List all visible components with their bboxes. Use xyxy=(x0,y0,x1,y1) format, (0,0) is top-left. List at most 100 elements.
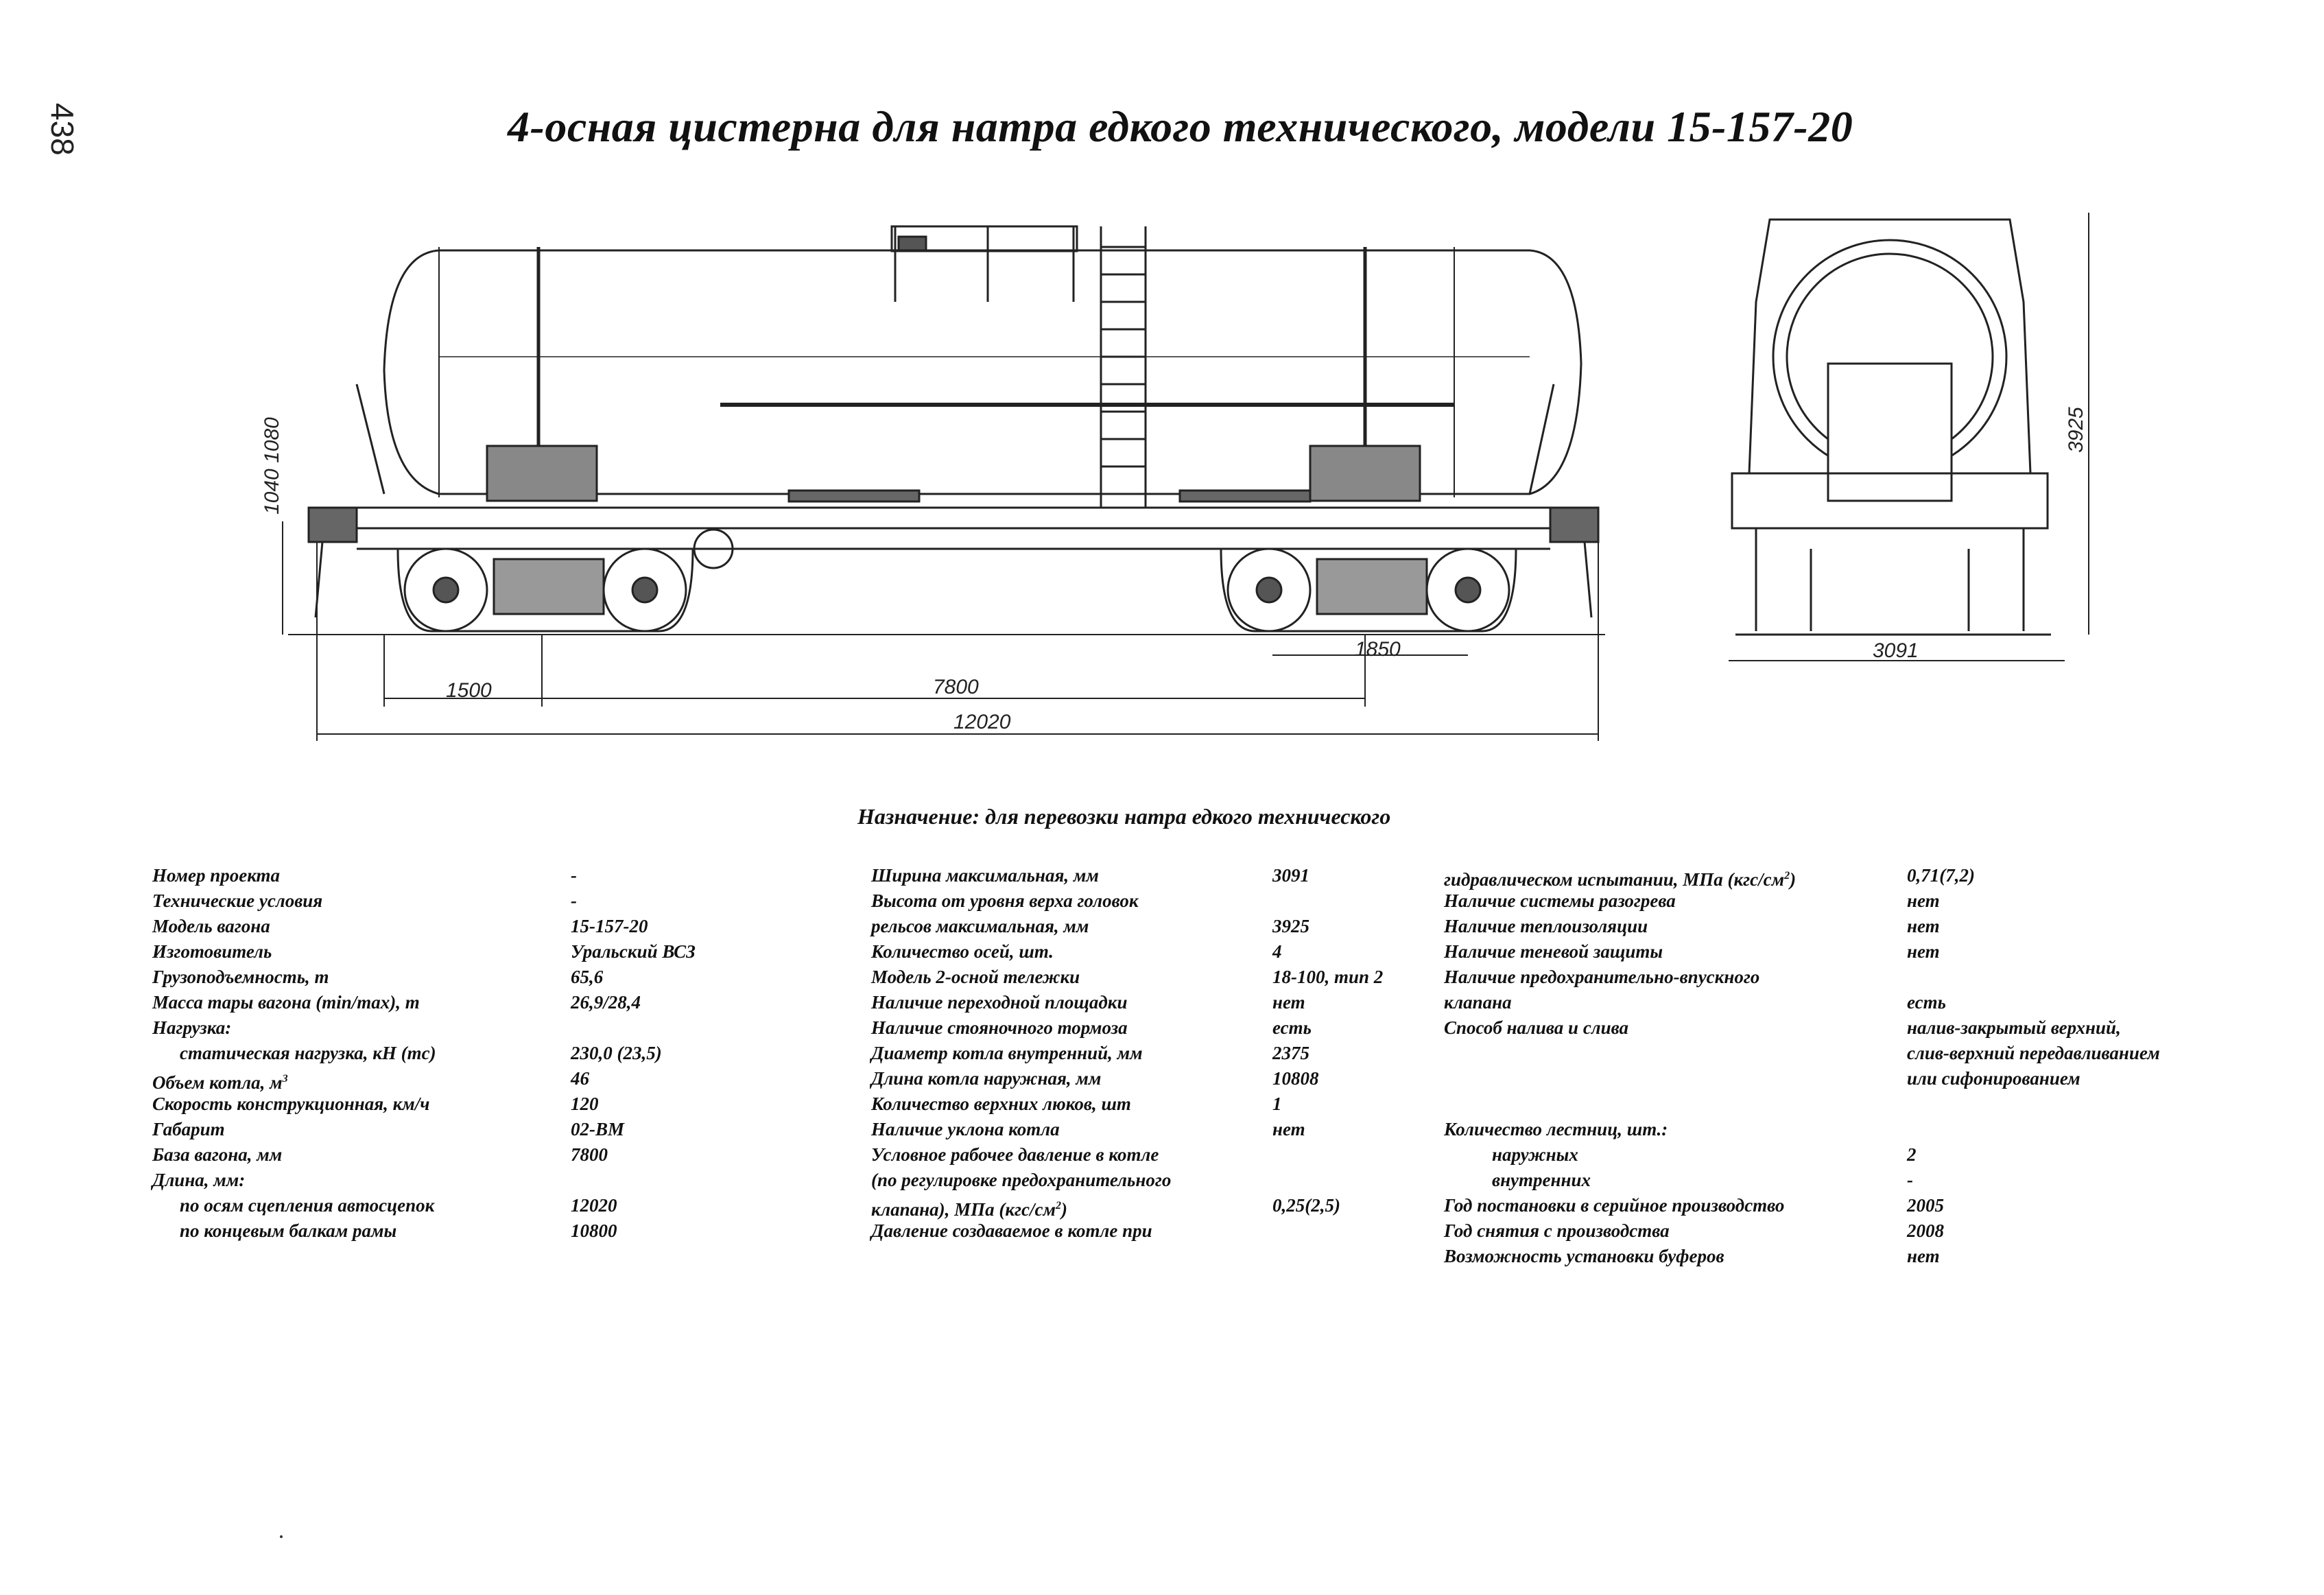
spec-label: Год снятия с производства xyxy=(1444,1220,1670,1241)
bogie-left xyxy=(396,547,694,633)
spec-value: налив-закрытый верхний, xyxy=(1907,1017,2121,1038)
dim-height-coupler: 1040 1080 xyxy=(261,417,283,515)
spec-value: 4 xyxy=(1272,941,1282,962)
spec-value: 10808 xyxy=(1272,1068,1319,1089)
spec-label: Скорость конструкционная, км/ч xyxy=(152,1094,430,1114)
spec-value: есть xyxy=(1907,992,1946,1013)
spec-value: 15-157-20 xyxy=(571,916,648,936)
spec-value: 3091 xyxy=(1272,865,1309,886)
spec-value: 0,25(2,5) xyxy=(1272,1195,1340,1216)
spec-label: Давление создаваемое в котле при xyxy=(871,1220,1152,1241)
spec-value: нет xyxy=(1907,941,1940,962)
spec-label: Изготовитель xyxy=(152,941,272,962)
spec-label: Количество осей, шт. xyxy=(871,941,1054,962)
spec-value: 2008 xyxy=(1907,1220,1944,1241)
top-platform xyxy=(890,225,1078,302)
spec-value: 230,0 (23,5) xyxy=(571,1043,662,1063)
spec-value: 65,6 xyxy=(571,967,604,987)
spec-column-3: гидравлическом испытании, МПа (кгс/см2)0… xyxy=(1444,863,2288,1269)
spec-label: Габарит xyxy=(152,1119,225,1139)
spec-label: наружных xyxy=(1492,1144,1578,1165)
spec-label: (по регулировке предохранительного xyxy=(871,1170,1172,1190)
spec-value: слив-верхний передавливанием xyxy=(1907,1043,2160,1063)
spec-value: - xyxy=(571,890,577,911)
spec-label: Грузоподъемность, т xyxy=(152,967,329,987)
spec-value: - xyxy=(571,865,577,886)
spec-label: Длина котла наружная, мм xyxy=(871,1068,1102,1089)
ladder xyxy=(1100,226,1147,508)
dim-7800: 7800 xyxy=(933,676,979,698)
spec-label: Масса тары вагона (min/max), т xyxy=(152,992,420,1013)
spec-value: 18-100, тип 2 xyxy=(1272,967,1384,987)
spec-label: по концевым балкам рамы xyxy=(180,1220,397,1241)
spec-row: Номер проекта - xyxy=(152,863,715,888)
spec-value: 26,9/28,4 xyxy=(571,992,641,1013)
spec-row: наружных 2 xyxy=(1444,1142,2288,1168)
spec-label: Длина, мм: xyxy=(152,1170,246,1190)
spec-label: Наличие предохранительно-впускного xyxy=(1444,967,1760,987)
spec-value: 46 xyxy=(571,1068,589,1089)
spec-row: Грузоподъемность, т 65,6 xyxy=(152,965,715,990)
underframe xyxy=(355,489,1552,569)
dim-12020: 12020 xyxy=(953,711,1011,733)
spec-value: нет xyxy=(1272,992,1305,1013)
spec-label: Нагрузка: xyxy=(152,1017,232,1038)
spec-value: 0,71(7,2) xyxy=(1907,865,1975,886)
spec-row: внутренних- xyxy=(1444,1168,2288,1193)
spec-label: Номер проекта xyxy=(152,865,281,886)
spec-row: Модель вагона 15-157-20 xyxy=(152,914,715,939)
purpose-heading: Назначение: для перевозки натра едкого т… xyxy=(857,804,1391,829)
spec-label: Технические условия xyxy=(152,890,323,911)
tank-supports xyxy=(355,383,1555,502)
spec-row: гидравлическом испытании, МПа (кгс/см2)0… xyxy=(1444,863,2288,890)
spec-value: или сифонированием xyxy=(1907,1068,2080,1089)
bogie-right xyxy=(1220,547,1517,633)
spec-label: Наличие уклона котла xyxy=(871,1119,1060,1139)
page-title: 4-осная цистерна для натра едкого технич… xyxy=(508,102,1853,151)
dimension-lines xyxy=(282,213,2089,741)
spec-row: по концевым балкам рамы 10800 xyxy=(152,1218,715,1244)
spec-value: 10800 xyxy=(571,1220,617,1241)
spec-label: Высота от уровня верха головок xyxy=(871,890,1139,911)
spec-label: рельсов максимальная, мм xyxy=(871,916,1089,936)
spec-row: Масса тары вагона (min/max), т 26,9/28,4 xyxy=(152,990,715,1015)
spec-label: внутренних xyxy=(1492,1170,1591,1190)
spec-row: Технические условия - xyxy=(152,888,715,914)
spec-row: Количество осей, шт. 4 xyxy=(871,939,1434,965)
spec-row xyxy=(1444,1091,2288,1117)
spec-label: клапана), МПа (кгс/см2) xyxy=(871,1199,1067,1220)
spec-row: рельсов максимальная, мм 3925 xyxy=(871,914,1434,939)
spec-label: Модель вагона xyxy=(152,916,270,936)
spec-label: по осям сцепления автосцепок xyxy=(180,1195,435,1216)
spec-row: Наличие теневой защиты нет xyxy=(1444,939,2288,965)
spec-value: нет xyxy=(1907,890,1940,911)
spec-label: статическая нагрузка, кН (тс) xyxy=(180,1043,436,1063)
dim-3091: 3091 xyxy=(1873,639,1919,662)
spec-label: Наличие теневой защиты xyxy=(1444,941,1663,962)
dim-3925: 3925 xyxy=(2065,407,2087,453)
spec-value: нет xyxy=(1907,1246,1940,1266)
spec-row: Количество лестниц, шт.: xyxy=(1444,1117,2288,1142)
spec-row: статическая нагрузка, кН (тс) 230,0 (23,5… xyxy=(152,1041,715,1066)
spec-value: 7800 xyxy=(571,1144,608,1165)
spec-value: 3925 xyxy=(1272,916,1309,936)
spec-row: или сифонированием xyxy=(1444,1066,2288,1091)
spec-value: 2 xyxy=(1907,1144,1917,1165)
spec-row: Давление создаваемое в котле при xyxy=(871,1218,1434,1244)
tank-car-drawing xyxy=(282,213,2089,741)
spec-value: Уральский ВСЗ xyxy=(571,941,696,962)
